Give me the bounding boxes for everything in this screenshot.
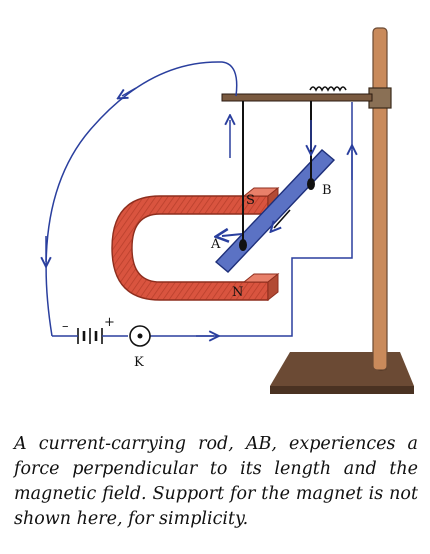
stand-pole (372, 27, 388, 371)
coil-icon (309, 86, 347, 92)
support-bar (221, 93, 373, 102)
rod-end-b-label: B (322, 183, 332, 198)
rod-end-a-label: A (210, 237, 221, 252)
stand-base (270, 352, 414, 394)
south-pole-label: S (246, 193, 255, 208)
current-arrows (46, 87, 352, 336)
battery-icon (72, 328, 108, 344)
key-icon[interactable] (129, 325, 151, 347)
battery-positive-label: + (104, 315, 115, 330)
circuit-wire (45, 61, 353, 337)
north-pole-label: N (232, 285, 243, 300)
terminal-a (239, 239, 247, 251)
diagram-svg: – + K S N A B (0, 27, 414, 394)
terminal-b (307, 178, 315, 190)
figure-caption: A current-carrying rod, AB, experiences … (14, 434, 418, 529)
key-label: K (134, 355, 144, 370)
battery-negative-label: – (62, 319, 69, 334)
